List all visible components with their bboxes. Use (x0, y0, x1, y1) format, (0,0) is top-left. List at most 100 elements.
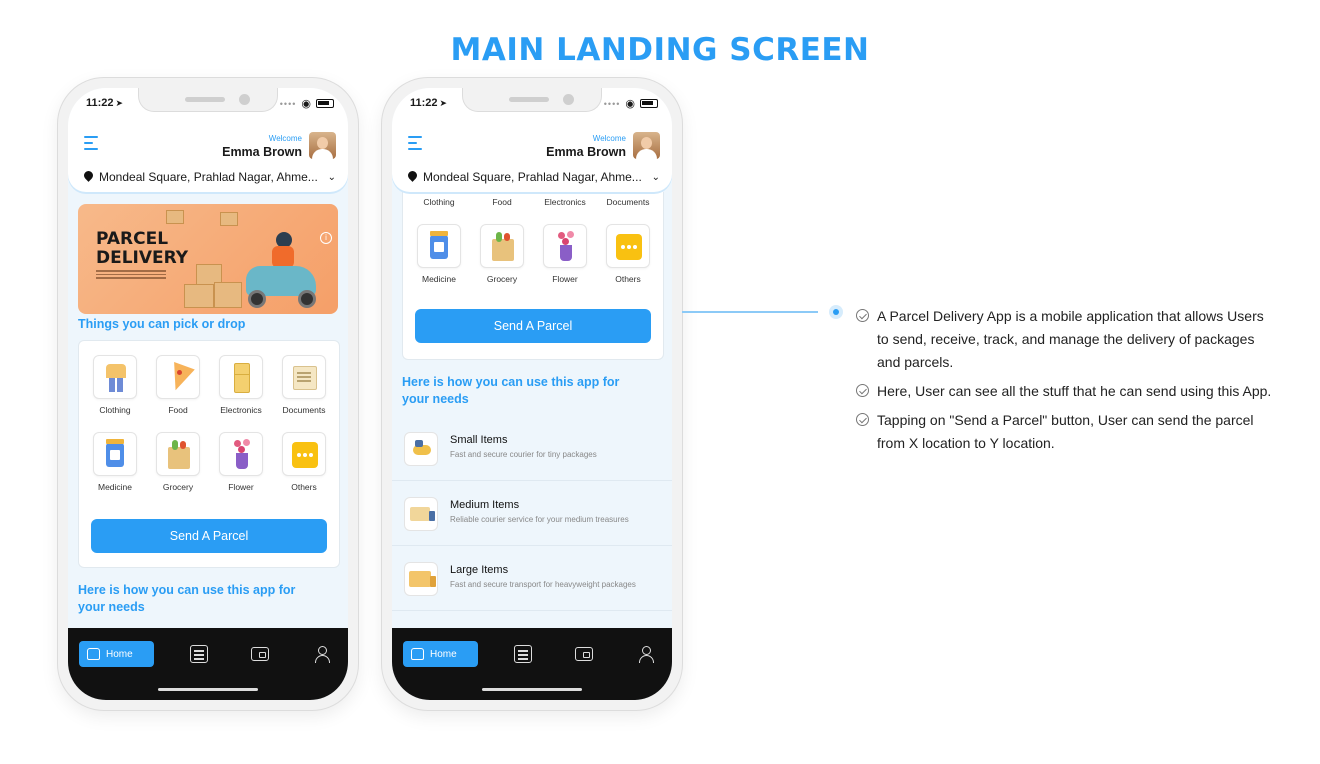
location-selector[interactable]: Mondeal Square, Prahlad Nagar, Ahme... ⌄ (84, 170, 336, 184)
category-electronics[interactable]: Electronics (210, 355, 272, 415)
categories-card: Clothing Food Electronics (78, 340, 340, 568)
grocery-icon (480, 224, 524, 268)
avatar[interactable] (633, 132, 660, 159)
category-flower[interactable]: Flower (534, 224, 596, 284)
annotation-note-text: Here, User can see all the stuff that he… (877, 383, 1272, 399)
location-text: Mondeal Square, Prahlad Nagar, Ahme... (423, 170, 642, 184)
location-selector[interactable]: Mondeal Square, Prahlad Nagar, Ahme... ⌄ (408, 170, 660, 184)
phone-screen-1: 11:22➤ •••• ◉ Welcome Emma Brown Mondeal… (68, 88, 348, 700)
category-others[interactable]: Others (597, 224, 659, 284)
home-indicator (158, 688, 258, 691)
send-parcel-button[interactable]: Send A Parcel (415, 309, 651, 343)
annotation-note-text: Tapping on "Send a Parcel" button, User … (877, 412, 1254, 451)
parcel-box-illustration (220, 212, 238, 226)
send-parcel-button[interactable]: Send A Parcel (91, 519, 327, 553)
signal-icon: •••• (603, 98, 621, 109)
menu-icon[interactable] (84, 136, 98, 154)
category-label: Others (291, 482, 317, 492)
wallet-icon[interactable] (575, 647, 593, 661)
category-electronics[interactable]: Electronics (534, 192, 596, 207)
category-clothing[interactable]: Clothing (408, 192, 470, 207)
orders-list-icon[interactable] (190, 645, 208, 663)
annotation-note: A Parcel Delivery App is a mobile applic… (856, 305, 1276, 374)
usage-item-medium[interactable]: Medium Items Reliable courier service fo… (392, 481, 672, 546)
category-food[interactable]: Food (471, 192, 533, 207)
profile-icon[interactable] (637, 645, 655, 663)
medium-items-icon (404, 497, 438, 531)
nav-home[interactable]: Home (403, 641, 478, 667)
welcome-label: Welcome (592, 134, 626, 143)
status-bar: 11:22➤ •••• ◉ (68, 88, 348, 124)
parcel-box-illustration (214, 282, 242, 308)
medicine-icon (93, 432, 137, 476)
category-label: Flower (552, 274, 578, 284)
usage-item-small[interactable]: Small Items Fast and secure courier for … (392, 416, 672, 481)
phone-frame-2: 11:22➤ •••• ◉ Welcome Emma Brown Mondeal… (382, 78, 682, 710)
usage-item-desc: Fast and secure transport for heavyweigh… (450, 580, 636, 589)
category-documents[interactable]: Documents (273, 355, 335, 415)
usage-item-name: Medium Items (450, 499, 520, 511)
usage-item-name: Small Items (450, 434, 508, 446)
category-label: Medicine (97, 482, 133, 492)
category-clothing[interactable]: Clothing (84, 355, 146, 415)
flower-icon (543, 224, 587, 268)
orders-list-icon[interactable] (514, 645, 532, 663)
usage-item-large[interactable]: Large Items Fast and secure transport fo… (392, 546, 672, 611)
notch (138, 88, 278, 112)
category-label: Food (492, 197, 512, 207)
notch (462, 88, 602, 112)
menu-icon[interactable] (408, 136, 422, 154)
home-scroll-area[interactable]: Clothing Food Electronics Documents (392, 192, 672, 628)
annotation-dot (829, 305, 843, 319)
promo-banner[interactable]: PARCEL DELIVERY i (78, 204, 338, 314)
category-label: Electronics (544, 197, 586, 207)
usage-item-desc: Fast and secure courier for tiny package… (450, 450, 597, 459)
usage-list: Small Items Fast and secure courier for … (392, 416, 672, 611)
welcome-label: Welcome (268, 134, 302, 143)
wallet-icon[interactable] (251, 647, 269, 661)
avatar[interactable] (309, 132, 336, 159)
home-icon (411, 648, 424, 660)
nav-home[interactable]: Home (79, 641, 154, 667)
food-icon (156, 355, 200, 399)
flower-icon (219, 432, 263, 476)
parcel-box-illustration (166, 210, 184, 224)
home-indicator (482, 688, 582, 691)
battery-icon (640, 99, 658, 108)
category-others[interactable]: Others (273, 432, 335, 492)
category-food[interactable]: Food (147, 355, 209, 415)
app-header: Welcome Emma Brown Mondeal Square, Prahl… (68, 124, 348, 192)
annotation-connector-line (682, 311, 818, 313)
annotation-notes: A Parcel Delivery App is a mobile applic… (856, 305, 1276, 461)
usage-item-desc: Reliable courier service for your medium… (450, 515, 629, 524)
profile-icon[interactable] (313, 645, 331, 663)
small-items-icon (404, 432, 438, 466)
category-flower[interactable]: Flower (210, 432, 272, 492)
category-label: Food (168, 405, 188, 415)
usage-title: Here is how you can use this app for you… (78, 583, 296, 614)
categories-title: Things you can pick or drop (78, 317, 246, 331)
category-label: Electronics (220, 405, 262, 415)
parcel-box-illustration (184, 284, 214, 308)
electronics-icon (219, 355, 263, 399)
home-scroll-area[interactable]: PARCEL DELIVERY i Things you can pick or… (68, 192, 348, 628)
check-circle-icon (856, 413, 869, 426)
check-circle-icon (856, 309, 869, 322)
category-grocery[interactable]: Grocery (147, 432, 209, 492)
category-label: Clothing (423, 197, 455, 207)
nav-home-label: Home (106, 648, 133, 660)
info-icon[interactable]: i (320, 232, 332, 244)
banner-title-line2: DELIVERY (96, 248, 189, 268)
status-time: 11:22 (410, 97, 438, 109)
category-grocery[interactable]: Grocery (471, 224, 533, 284)
category-documents[interactable]: Documents (597, 192, 659, 207)
status-bar: 11:22➤ •••• ◉ (392, 88, 672, 124)
category-medicine[interactable]: Medicine (408, 224, 470, 284)
category-medicine[interactable]: Medicine (84, 432, 146, 492)
category-label: Others (615, 274, 641, 284)
battery-icon (316, 99, 334, 108)
category-label: Medicine (421, 274, 457, 284)
banner-title-line1: PARCEL (96, 229, 169, 249)
banner-subtext-decoration (96, 270, 166, 279)
location-pin-icon (408, 171, 417, 183)
